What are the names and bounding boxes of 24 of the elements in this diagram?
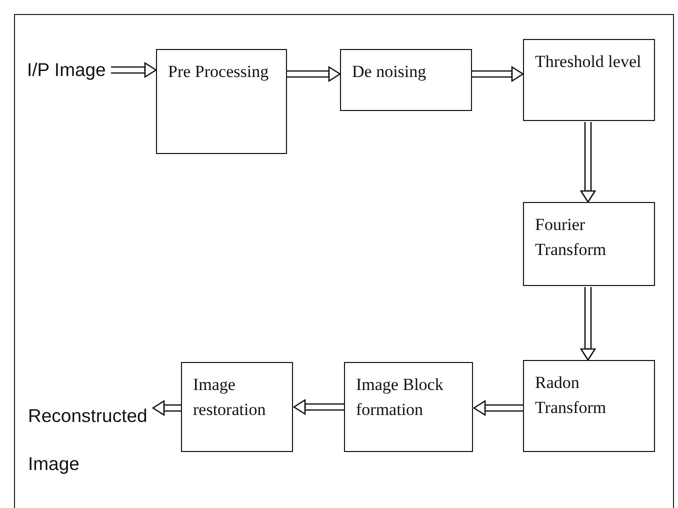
process-box: [156, 49, 287, 154]
box-label: Threshold level: [535, 51, 642, 73]
arrow: [580, 286, 596, 361]
box-label: Radon Transform: [535, 372, 608, 419]
process-box: [181, 362, 293, 452]
process-box: [523, 39, 655, 121]
process-box: [344, 362, 473, 452]
terminal-label: Reconstructed Image: [28, 404, 148, 476]
process-box: [523, 360, 655, 452]
process-box: [340, 49, 472, 111]
arrow: [293, 399, 345, 415]
box-label: Pre Processing: [168, 61, 270, 83]
box-label: Image restoration: [193, 374, 267, 421]
arrow: [152, 400, 182, 416]
arrow: [286, 66, 341, 82]
arrow: [473, 400, 524, 416]
box-label: Fourier Transform: [535, 214, 608, 261]
terminal-label: I/P Image: [27, 58, 107, 82]
box-label: Image Block formation: [356, 374, 444, 421]
box-label: De noising: [352, 61, 428, 83]
arrow: [580, 121, 596, 203]
arrow: [110, 62, 157, 78]
arrow: [471, 66, 524, 82]
process-box: [523, 202, 655, 286]
